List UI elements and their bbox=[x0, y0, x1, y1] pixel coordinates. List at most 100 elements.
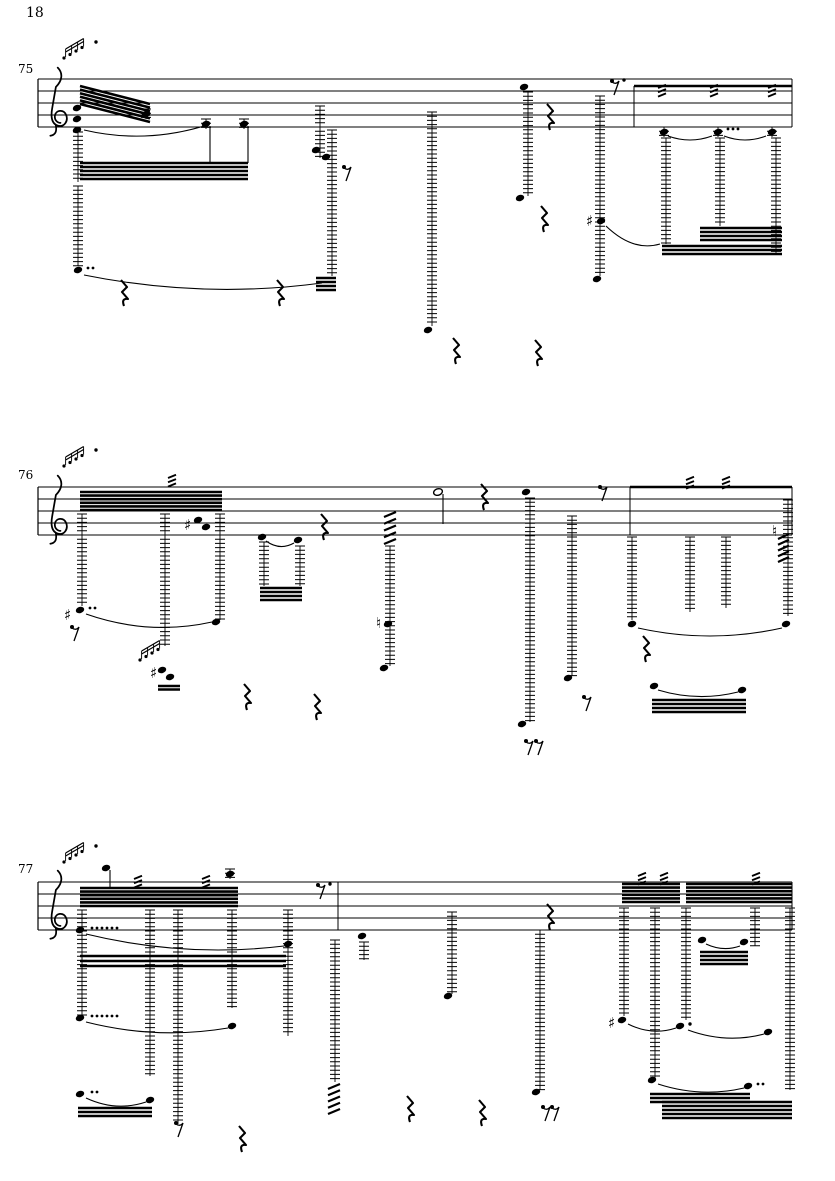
augmentation-dot bbox=[115, 1014, 119, 1018]
tie-slur bbox=[667, 135, 713, 141]
tie-slur bbox=[723, 135, 767, 141]
note-head bbox=[379, 664, 389, 672]
quarter-rest-icon bbox=[452, 337, 462, 365]
augmentation-dot bbox=[94, 844, 98, 848]
note-head bbox=[75, 1014, 85, 1022]
note-head bbox=[101, 864, 111, 872]
quarter-rest-icon bbox=[406, 1095, 416, 1123]
augmentation-dot bbox=[94, 448, 98, 452]
treble-clef-icon bbox=[49, 869, 68, 940]
note-head bbox=[531, 1088, 541, 1096]
grace-note bbox=[80, 453, 84, 458]
grace-note bbox=[74, 49, 78, 53]
note-head bbox=[697, 936, 707, 944]
note-head bbox=[157, 666, 167, 674]
note-head bbox=[75, 926, 85, 934]
quarter-rest-icon bbox=[120, 279, 130, 307]
note-head bbox=[73, 266, 83, 274]
note-head bbox=[165, 673, 175, 681]
tie-slur bbox=[83, 125, 205, 137]
quarter-rest-icon bbox=[243, 683, 253, 711]
note-head bbox=[596, 217, 606, 225]
grace-note bbox=[80, 45, 84, 50]
augmentation-dot bbox=[622, 78, 626, 82]
quarter-rest-icon bbox=[642, 635, 652, 663]
natural-accidental-icon: ♮ bbox=[772, 522, 777, 540]
note-head bbox=[443, 992, 453, 1000]
natural-accidental-icon: ♮ bbox=[376, 614, 381, 632]
system-measure-76: ♯♯♯♮♮ bbox=[37, 445, 793, 756]
quarter-rest-icon bbox=[546, 103, 556, 131]
grace-note bbox=[62, 860, 66, 864]
measure-number-76: 76 bbox=[18, 468, 34, 482]
quarter-rest-icon bbox=[540, 205, 550, 233]
augmentation-dot bbox=[95, 1014, 99, 1018]
note-head bbox=[321, 153, 331, 161]
augmentation-dot bbox=[726, 127, 730, 131]
tie-slur bbox=[85, 1021, 229, 1034]
note-head bbox=[75, 606, 85, 614]
tie-slur bbox=[85, 1097, 147, 1107]
augmentation-dot bbox=[110, 1014, 114, 1018]
augmentation-dot bbox=[90, 926, 94, 930]
tie-slur bbox=[85, 613, 213, 628]
note-head bbox=[72, 104, 82, 112]
note-head bbox=[227, 1022, 237, 1030]
tie-slur bbox=[605, 225, 661, 247]
grace-note bbox=[68, 856, 72, 861]
quarter-rest-icon bbox=[534, 339, 544, 367]
tie-slur bbox=[657, 1083, 745, 1093]
grace-note bbox=[144, 654, 148, 659]
grace-note bbox=[138, 658, 142, 662]
augmentation-dot bbox=[88, 606, 92, 610]
treble-clef-icon bbox=[49, 474, 68, 545]
note-head bbox=[75, 1090, 85, 1098]
augmentation-dot bbox=[736, 127, 740, 131]
note-head bbox=[781, 620, 791, 628]
note-head bbox=[627, 620, 637, 628]
augmentation-dot bbox=[95, 926, 99, 930]
sharp-accidental-icon: ♯ bbox=[184, 516, 191, 534]
measure-number-75: 75 bbox=[18, 62, 34, 76]
augmentation-dot bbox=[115, 926, 119, 930]
grace-note bbox=[150, 651, 154, 655]
note-head bbox=[743, 1082, 753, 1090]
note-head bbox=[311, 146, 321, 154]
augmentation-dot bbox=[90, 1014, 94, 1018]
quarter-rest-icon bbox=[546, 903, 556, 931]
note-head bbox=[649, 682, 659, 690]
grace-note bbox=[62, 56, 66, 60]
half-note-head bbox=[432, 487, 444, 497]
sharp-accidental-icon: ♯ bbox=[64, 606, 71, 624]
note-head bbox=[563, 674, 573, 682]
note-head bbox=[617, 1016, 627, 1024]
quarter-rest-icon bbox=[238, 1125, 248, 1153]
tie-slur bbox=[83, 274, 323, 290]
note-head bbox=[521, 488, 531, 496]
tie-slur bbox=[637, 627, 783, 637]
note-head bbox=[283, 940, 293, 948]
note-head bbox=[515, 194, 525, 202]
augmentation-dot bbox=[95, 1090, 99, 1094]
tie-slur bbox=[705, 943, 741, 950]
note-head bbox=[383, 620, 393, 628]
grace-note bbox=[74, 457, 78, 461]
augmentation-dot bbox=[91, 266, 95, 270]
augmentation-dot bbox=[328, 882, 332, 886]
sharp-accidental-icon: ♯ bbox=[586, 212, 593, 230]
augmentation-dot bbox=[756, 1082, 760, 1086]
augmentation-dot bbox=[93, 606, 97, 610]
page-number: 18 bbox=[26, 5, 44, 21]
quarter-rest-icon bbox=[478, 1099, 488, 1127]
note-head bbox=[763, 1028, 773, 1036]
grace-note bbox=[68, 460, 72, 465]
note-head bbox=[423, 326, 433, 334]
note-head bbox=[739, 938, 749, 946]
note-head bbox=[211, 618, 221, 626]
note-head bbox=[201, 523, 211, 531]
tie-slur bbox=[687, 1029, 765, 1039]
note-head bbox=[519, 83, 529, 91]
note-head bbox=[647, 1076, 657, 1084]
